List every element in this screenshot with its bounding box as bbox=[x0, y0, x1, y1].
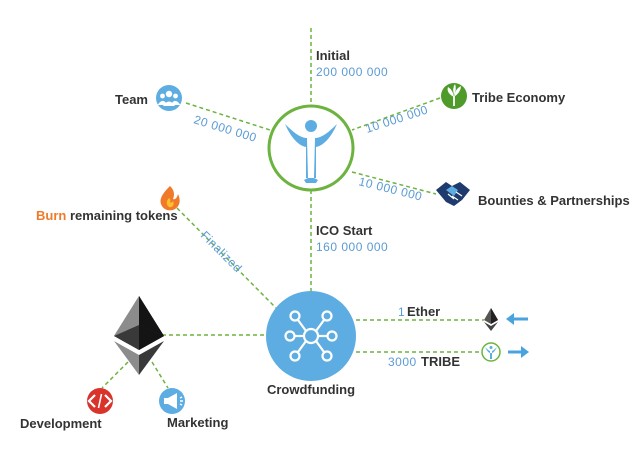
burn-label: Burn remaining tokens bbox=[36, 208, 178, 223]
marketing-label: Marketing bbox=[167, 415, 228, 430]
tribe-person-icon bbox=[285, 120, 337, 183]
tribe-token-icon bbox=[481, 342, 501, 362]
ethereum-small-icon bbox=[484, 308, 498, 331]
code-icon bbox=[87, 388, 113, 414]
line-marketing bbox=[151, 361, 169, 389]
team-amount: 20 000 000 bbox=[192, 112, 258, 144]
finalized-label: Finalized bbox=[198, 228, 245, 275]
ether-amount: 1 bbox=[398, 305, 405, 319]
initial-label: Initial bbox=[316, 48, 350, 63]
team-icon bbox=[156, 85, 182, 111]
tribe-economy-amount: 10 000 000 bbox=[364, 102, 430, 135]
fire-icon bbox=[160, 186, 180, 211]
ico-start-amount: 160 000 000 bbox=[316, 240, 388, 254]
hub-ring bbox=[267, 104, 355, 192]
connector-lines bbox=[101, 28, 484, 389]
bounties-amount: 10 000 000 bbox=[357, 174, 424, 203]
line-tribe-economy bbox=[351, 97, 441, 131]
handshake-icon bbox=[436, 182, 470, 206]
network-icon bbox=[284, 310, 338, 362]
tribe-label: TRIBE bbox=[421, 354, 460, 369]
crowdfunding-node bbox=[266, 291, 356, 381]
team-label: Team bbox=[115, 92, 148, 107]
burn-rest: remaining tokens bbox=[66, 208, 177, 223]
line-finalized bbox=[176, 207, 277, 309]
bounties-label: Bounties & Partnerships bbox=[478, 193, 630, 208]
ico-start-label: ICO Start bbox=[316, 223, 373, 238]
line-development bbox=[101, 361, 129, 389]
development-label: Development bbox=[20, 416, 102, 431]
initial-amount: 200 000 000 bbox=[316, 65, 388, 79]
tribe-amount: 3000 bbox=[388, 355, 417, 369]
line-team bbox=[185, 102, 271, 131]
hub-node bbox=[267, 104, 355, 192]
ether-label: Ether bbox=[407, 304, 440, 319]
line-bounties bbox=[351, 171, 437, 195]
megaphone-icon bbox=[159, 388, 185, 414]
burn-accent: Burn bbox=[36, 208, 66, 223]
arrow-right-icon bbox=[508, 346, 529, 358]
crowdfunding-label: Crowdfunding bbox=[267, 382, 355, 397]
crowdfunding-circle bbox=[266, 291, 356, 381]
arrow-left-icon bbox=[506, 313, 528, 325]
ethereum-logo bbox=[114, 296, 164, 375]
plant-icon bbox=[441, 83, 467, 109]
tribe-economy-label: Tribe Economy bbox=[472, 90, 566, 105]
